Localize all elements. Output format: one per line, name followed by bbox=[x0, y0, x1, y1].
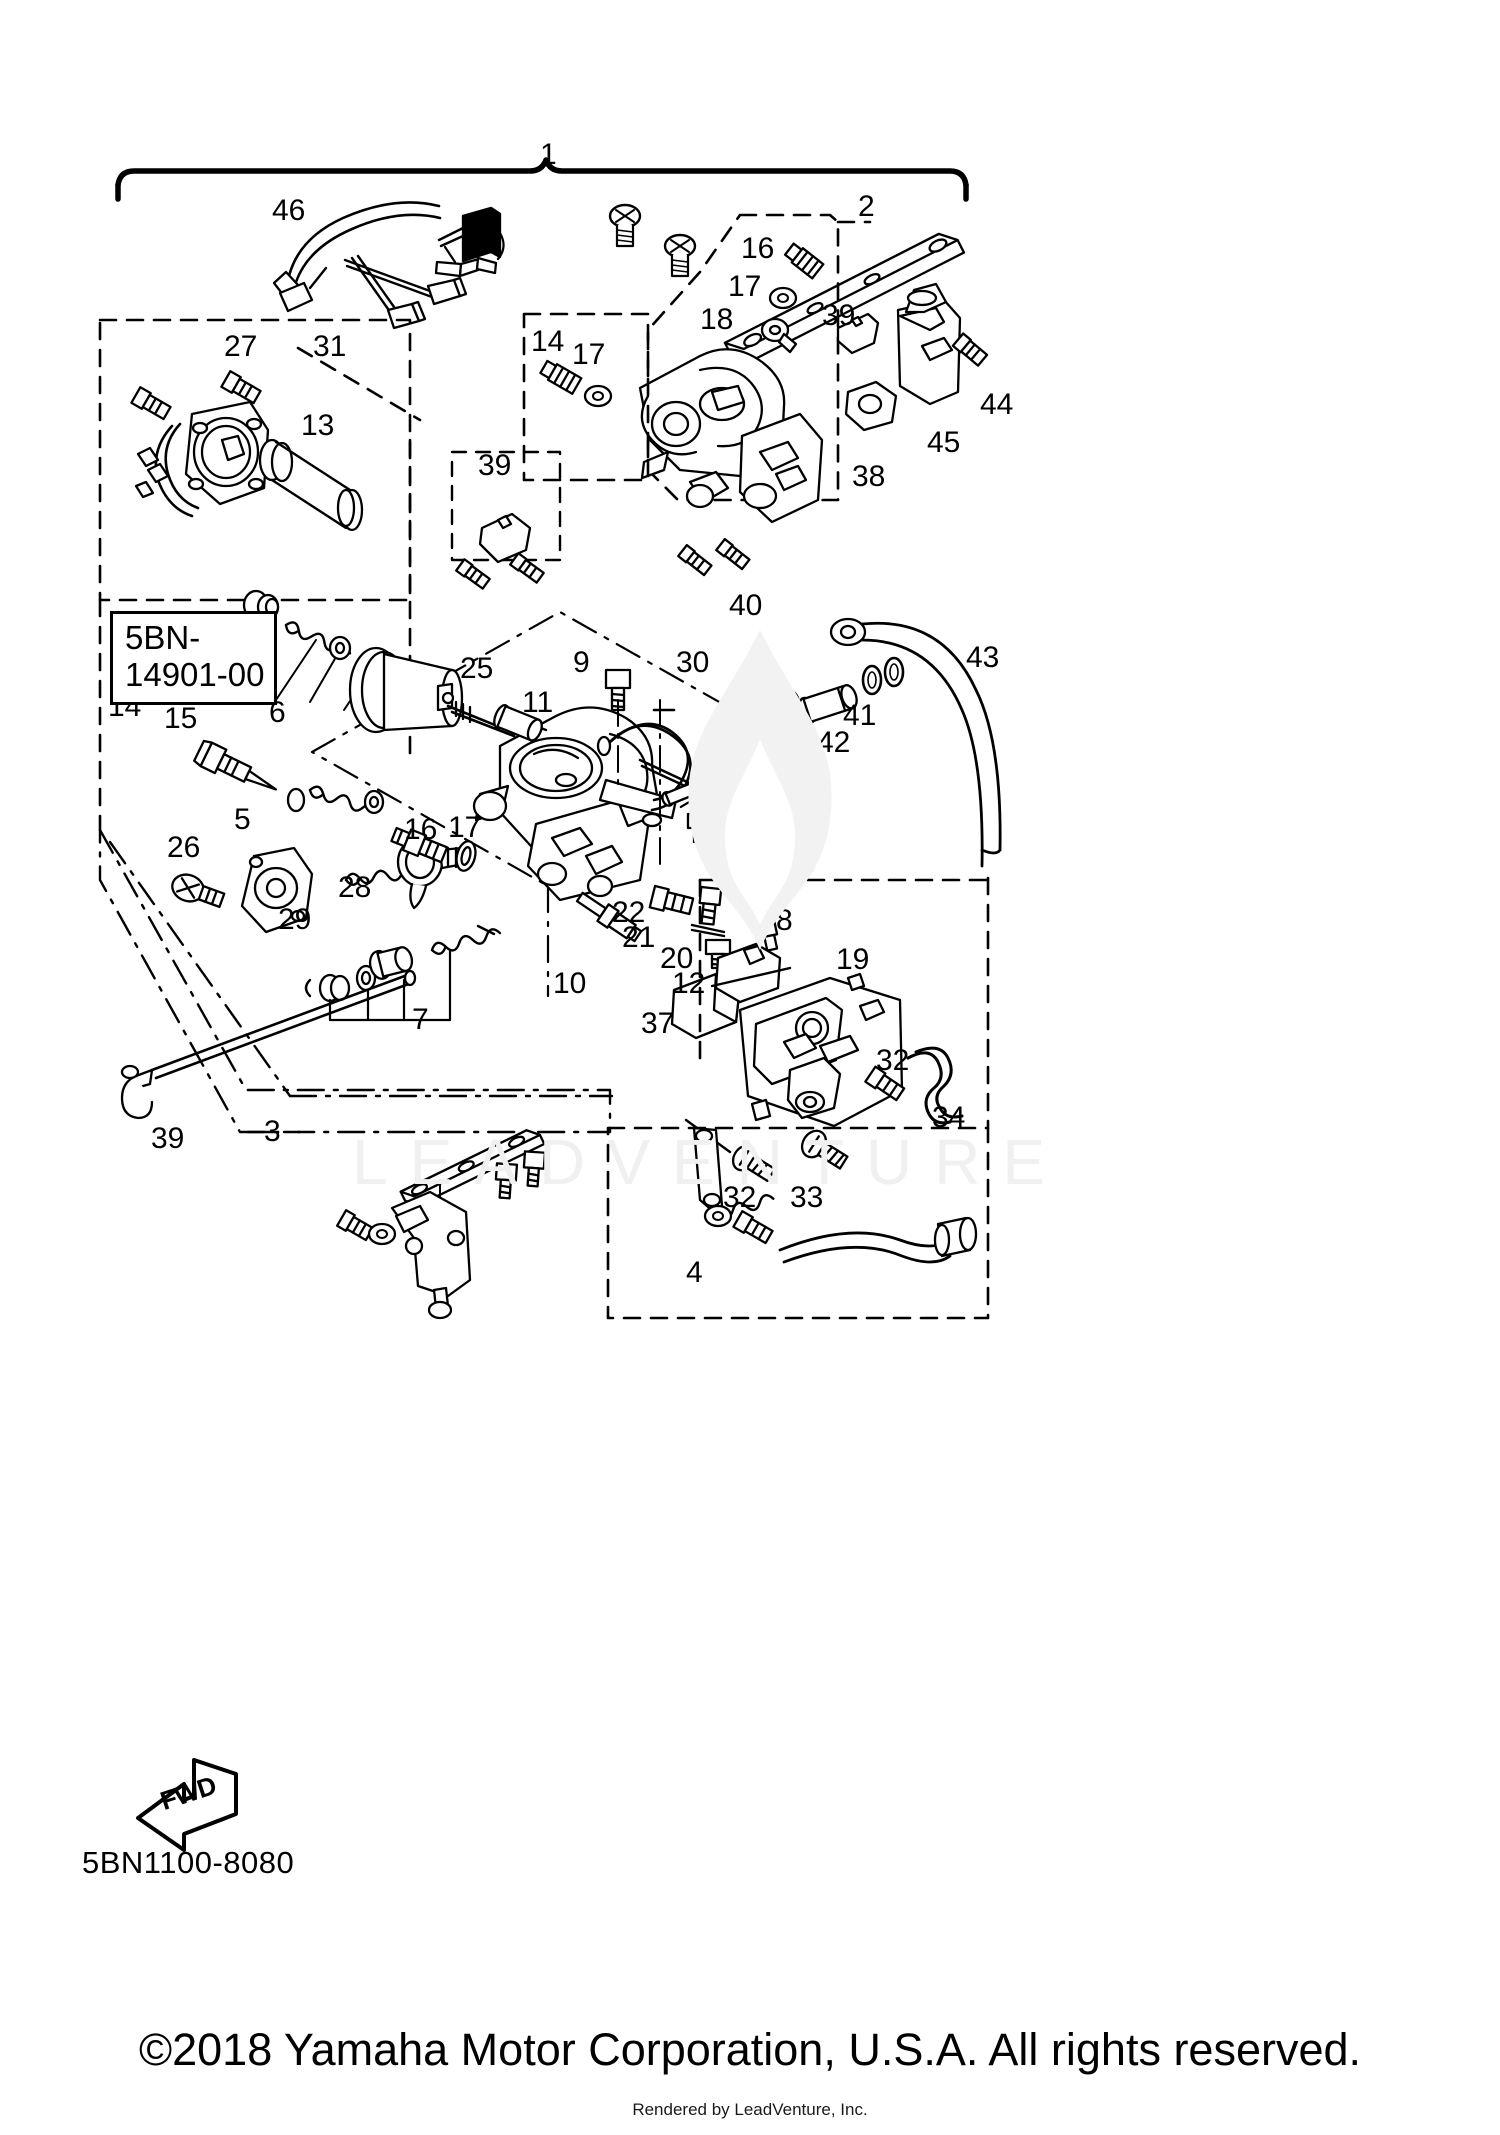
callout-9: 9 bbox=[573, 646, 590, 679]
callout-41a: 41 bbox=[843, 699, 877, 732]
callout-6: 6 bbox=[269, 696, 286, 729]
callout-7: 7 bbox=[412, 1003, 429, 1036]
callout-30: 30 bbox=[676, 646, 710, 679]
callout-23: 23 bbox=[782, 847, 816, 880]
callout-39b: 39 bbox=[478, 449, 512, 482]
callout-39a: 39 bbox=[822, 299, 856, 332]
diagram-code: 5BN1100-8080 bbox=[82, 1845, 295, 1880]
callout-28: 28 bbox=[338, 871, 372, 904]
callout-46: 46 bbox=[272, 194, 306, 227]
callout-31: 31 bbox=[313, 330, 347, 363]
callout-11: 11 bbox=[522, 686, 554, 719]
callout-8: 8 bbox=[776, 904, 793, 937]
footer-copyright: ©2018 Yamaha Motor Corporation, U.S.A. A… bbox=[138, 2024, 1362, 2075]
callout-24: 24 bbox=[750, 834, 784, 867]
callout-45: 45 bbox=[927, 426, 961, 459]
footer-rendered-by: Rendered by LeadVenture, Inc. bbox=[632, 2100, 868, 2119]
callout-10: 10 bbox=[553, 967, 587, 1000]
callout-2: 2 bbox=[858, 190, 875, 223]
callout-40: 40 bbox=[729, 589, 763, 622]
part-number-line-2: 14901-00 bbox=[125, 655, 265, 693]
callout-32a: 32 bbox=[876, 1044, 910, 1077]
fwd-arrow-icon bbox=[136, 1758, 238, 1852]
callout-29: 29 bbox=[278, 903, 312, 936]
callout-41b: 41 bbox=[738, 743, 772, 776]
callout-39c: 39 bbox=[151, 1122, 185, 1155]
callout-37: 37 bbox=[641, 1007, 675, 1040]
callout-17a: 17 bbox=[728, 270, 762, 303]
callout-16a: 16 bbox=[741, 232, 775, 265]
callout-43: 43 bbox=[966, 641, 1000, 674]
callout-27: 27 bbox=[224, 330, 258, 363]
callout-13: 13 bbox=[301, 409, 335, 442]
part-number-line-1: 5BN- bbox=[125, 619, 201, 656]
callout-25: 25 bbox=[460, 652, 494, 685]
callout-18: 18 bbox=[700, 303, 734, 336]
callout-5: 5 bbox=[234, 803, 251, 836]
callout-4: 4 bbox=[686, 1256, 703, 1289]
callout-21: 21 bbox=[622, 921, 656, 954]
part-number-box: 5BN- 14901-00 bbox=[110, 611, 278, 705]
callout-15: 15 bbox=[164, 702, 198, 735]
callout-32b: 32 bbox=[723, 1181, 757, 1214]
callout-3: 3 bbox=[264, 1115, 281, 1148]
callout-12: 12 bbox=[672, 967, 706, 1000]
callout-42: 42 bbox=[817, 726, 851, 759]
callout-17c: 17 bbox=[448, 811, 482, 844]
callout-14a: 14 bbox=[531, 325, 565, 358]
callout-44: 44 bbox=[980, 388, 1014, 421]
callout-20: 20 bbox=[660, 942, 694, 975]
callout-1: 1 bbox=[540, 138, 557, 171]
callout-33: 33 bbox=[790, 1181, 824, 1214]
callout-38: 38 bbox=[852, 460, 886, 493]
callout-19: 19 bbox=[836, 943, 870, 976]
callout-26: 26 bbox=[167, 831, 201, 864]
fwd-arrow: FWD bbox=[132, 1758, 242, 1859]
callout-22: 22 bbox=[612, 896, 646, 929]
callout-16b: 16 bbox=[404, 813, 438, 846]
callout-17b: 17 bbox=[572, 338, 606, 371]
callout-34: 34 bbox=[932, 1101, 966, 1134]
